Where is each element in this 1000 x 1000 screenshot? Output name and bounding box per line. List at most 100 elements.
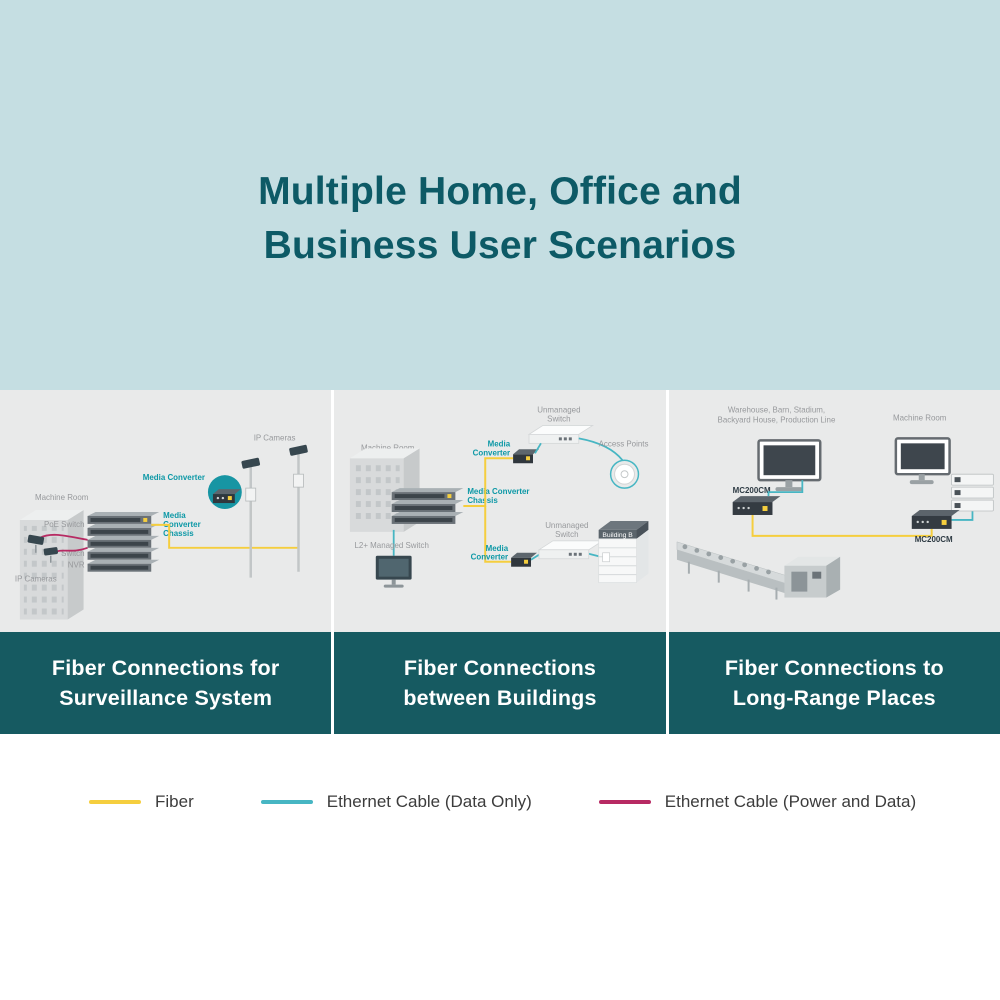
monitor-icon [376, 555, 412, 588]
unmanaged-switch-bottom-label-line1: Unmanaged [546, 521, 589, 530]
nvr-device [87, 547, 160, 560]
diagram-between-buildings: Machine Room [334, 390, 666, 632]
ethernet-data-cable [767, 480, 803, 497]
surveillance-diagram-svg: Machine Room [15, 433, 308, 620]
caption-between-buildings: Fiber Connections between Buildings [334, 632, 666, 734]
ethernet-data-cable [578, 437, 624, 461]
caption-line: Long-Range Places [732, 686, 936, 710]
mc200cm-right-label: MC200CM [914, 535, 952, 544]
switch-label: Switch [61, 549, 84, 558]
monitor-icon [756, 439, 822, 492]
server-stack [950, 473, 994, 512]
unmanaged-switch-bottom-label-line2: Switch [555, 530, 578, 539]
legend-label-ethernet-data: Ethernet Cable (Data Only) [326, 792, 532, 811]
caption-line: Fiber Connections to [724, 656, 944, 680]
caption-line: Surveillance System [59, 686, 273, 710]
legend-label-ethernet-power-data: Ethernet Cable (Power and Data) [664, 792, 917, 811]
ip-cameras-left-label: IP Cameras [15, 575, 57, 584]
mc200cm-device [732, 496, 781, 515]
chassis-label-line1: Media [163, 511, 186, 520]
page-title: Multiple Home, Office and Business User … [258, 165, 742, 273]
ip-camera-icon [27, 534, 45, 553]
legend-section: Fiber Ethernet Cable (Data Only) Etherne… [0, 734, 1000, 998]
unmanaged-switch-top-label-line2: Switch [547, 414, 570, 423]
machine-room-label: Machine Room [893, 413, 947, 422]
diagram-surveillance: Machine Room [0, 390, 332, 632]
pole-media-converter-device [293, 473, 304, 488]
legend-item-fiber: Fiber [88, 792, 194, 812]
rack-base-device [87, 559, 160, 572]
legend-item-ethernet-data: Ethernet Cable (Data Only) [260, 792, 532, 812]
access-point-icon [610, 459, 640, 489]
media-converter-bottom-label-line1: Media [486, 544, 509, 553]
l2-managed-switch-label: L2+ Managed Switch [355, 541, 429, 550]
fiber-swatch [89, 800, 141, 804]
unmanaged-switch-device [527, 425, 595, 444]
legend-item-ethernet-power-data: Ethernet Cable (Power and Data) [598, 792, 916, 812]
ip-camera-icon [289, 444, 308, 456]
rack-stack [87, 511, 160, 572]
media-converter-device [513, 449, 540, 464]
ip-camera-icon [43, 547, 59, 563]
ethernet-data-cable [534, 442, 543, 454]
ethernet-power-data-swatch [598, 800, 651, 804]
media-converter-chassis-device [392, 488, 464, 524]
ip-cameras-top-label: IP Cameras [254, 433, 296, 442]
panel-long-range: Warehouse, Barn, Stadium, Backyard House… [668, 390, 1000, 734]
media-converter-chassis-device [87, 511, 160, 524]
media-converter-device [511, 552, 538, 567]
pole-media-converter-device [245, 487, 257, 502]
media-converter-label: Media Converter [143, 473, 205, 482]
poe-switch-label: PoE Switch [44, 520, 85, 529]
caption-line: Fiber Connections for [51, 656, 280, 680]
mc200cm-device [911, 510, 960, 529]
long-range-diagram-svg: Warehouse, Barn, Stadium, Backyard House… [676, 405, 994, 600]
access-points-label: Access Points [599, 439, 649, 448]
caption-line: Fiber Connections [403, 656, 597, 680]
chassis-label-line3: Chassis [163, 529, 194, 538]
media-converter-bottom-label-line2: Converter [471, 553, 509, 562]
ethernet-data-cable [951, 511, 974, 521]
legend-label-fiber: Fiber [155, 792, 194, 811]
scenarios-section: Machine Room [0, 390, 1000, 734]
buildings-diagram-svg: Machine Room [350, 405, 649, 588]
title-line-1: Multiple Home, Office and [258, 170, 742, 213]
ethernet-data-cable [530, 554, 540, 561]
media-converter-top-label-line1: Media [488, 439, 511, 448]
nvr-label: NVR [68, 561, 85, 570]
ip-camera-icon [241, 457, 261, 469]
mc200cm-left-label: MC200CM [732, 486, 770, 495]
panel-between-buildings: Machine Room [334, 390, 666, 734]
conveyor-belt [676, 541, 787, 600]
caption-long-range: Fiber Connections to Long-Range Places [668, 632, 1000, 734]
production-machine [784, 556, 840, 598]
building-b-label: Building B [603, 532, 634, 539]
chassis-label-line1: Media Converter [468, 487, 530, 496]
building-b [598, 520, 649, 584]
unmanaged-switch-device [537, 540, 605, 560]
places-label-line1: Warehouse, Barn, Stadium, [728, 405, 825, 414]
hero-section: Multiple Home, Office and Business User … [0, 0, 1000, 390]
chassis-label-line2: Chassis [468, 496, 499, 505]
poe-switch-device [87, 523, 160, 536]
caption-line: between Buildings [403, 686, 597, 710]
legend: Fiber Ethernet Cable (Data Only) Etherne… [0, 734, 1000, 812]
panel-surveillance: Machine Room [0, 390, 332, 734]
media-converter-highlight [207, 475, 242, 510]
ethernet-power-data-cable [39, 533, 88, 541]
machine-room-label: Machine Room [361, 443, 415, 452]
fiber-cable [751, 514, 933, 537]
ethernet-data-swatch [260, 800, 313, 804]
switch-device [87, 535, 160, 548]
title-line-2: Business User Scenarios [263, 224, 737, 267]
caption-surveillance: Fiber Connections for Surveillance Syste… [0, 632, 332, 734]
places-label-line2: Backyard House, Production Line [717, 415, 835, 424]
fiber-cable [463, 457, 514, 508]
fiber-cable [484, 506, 512, 563]
monitor-icon [894, 437, 951, 485]
machine-room-label: Machine Room [35, 493, 89, 502]
diagram-long-range: Warehouse, Barn, Stadium, Backyard House… [668, 390, 1000, 632]
chassis-label-line2: Converter [163, 520, 201, 529]
unmanaged-switch-top-label-line1: Unmanaged [538, 405, 581, 414]
